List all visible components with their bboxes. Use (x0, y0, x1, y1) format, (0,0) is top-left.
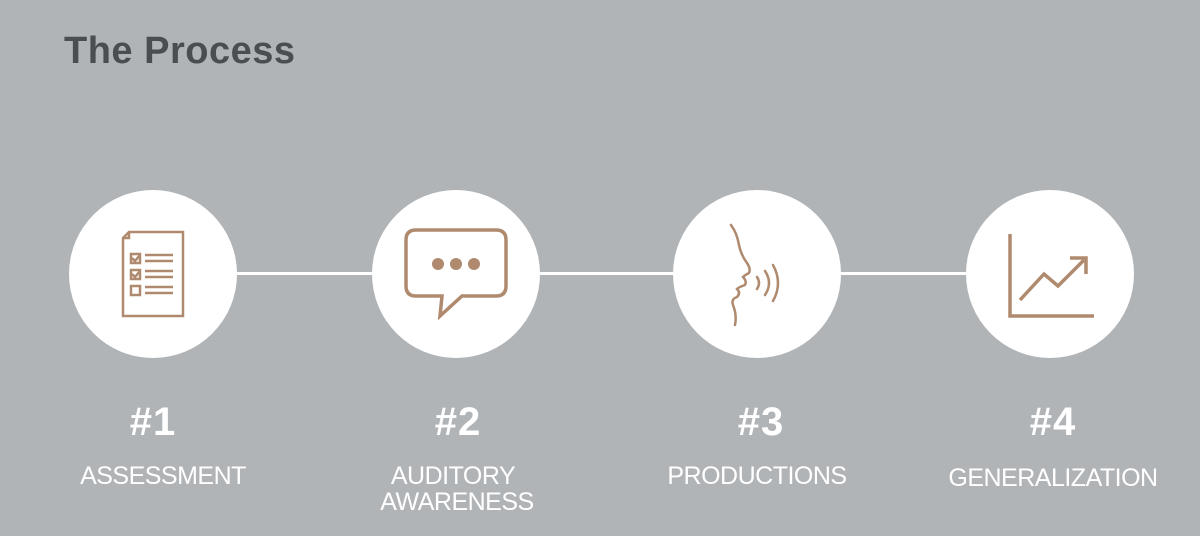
step-2-number: #2 (434, 400, 482, 444)
growth-chart-icon (1008, 234, 1094, 318)
step-2-label-line2: AWARENESS (380, 488, 534, 516)
step-1-number: #1 (129, 400, 177, 444)
speech-bubble-icon (404, 228, 508, 321)
step-3-circle (673, 190, 841, 358)
checklist-document-icon (121, 230, 185, 318)
step-1-label: ASSESSMENT (80, 462, 246, 490)
process-connector-line (150, 272, 1050, 275)
step-4-label: GENERALIZATION (948, 464, 1158, 492)
step-4-number: #4 (1029, 400, 1077, 444)
page-title: The Process (64, 30, 296, 72)
speaking-face-icon (729, 223, 780, 327)
step-2-label-line1: AUDITORY (390, 462, 516, 490)
step-4-circle (966, 190, 1134, 358)
step-2-circle (372, 190, 540, 358)
step-3-label: PRODUCTIONS (667, 462, 847, 490)
step-1-circle (69, 190, 237, 358)
step-3-number: #3 (737, 400, 785, 444)
